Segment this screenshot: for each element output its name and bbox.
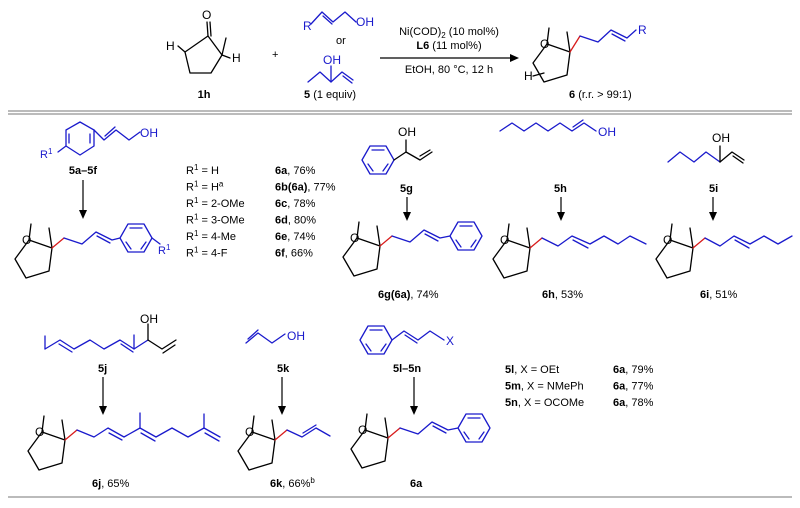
conditions-text: EtOH, 80 °C, 12 h xyxy=(405,64,493,76)
ln-product-yield: 6a, 78% xyxy=(613,397,654,409)
atom-oh: OH xyxy=(287,329,305,343)
label-1h: 1h xyxy=(198,89,211,101)
atom-oh: OH xyxy=(598,125,616,139)
r1-substituent: R1 = 3-OMe xyxy=(186,213,245,227)
atom-o: O xyxy=(35,425,44,439)
plus-sign: + xyxy=(272,49,278,61)
r1-table: R1 = H 6a, 76% R1 = Ha 6b(6a), 77% R1 = 2-OM… xyxy=(186,163,336,260)
product-6a-ln: O xyxy=(350,413,491,469)
product-6i: O xyxy=(655,223,793,279)
atom-o: O xyxy=(350,231,359,245)
atom-oh: OH xyxy=(140,312,158,326)
product-6j: O xyxy=(27,412,221,471)
product-6h: O xyxy=(492,223,647,279)
atom-r: R xyxy=(638,23,647,37)
substrate-5j: OH xyxy=(44,312,177,354)
r1-substituent: R1 = H xyxy=(186,163,219,177)
atom-h: H xyxy=(166,39,175,53)
substrate-5k: OH xyxy=(245,329,305,344)
atom-r: R xyxy=(303,19,312,33)
atom-oh: OH xyxy=(712,131,730,145)
atom-oh: OH xyxy=(140,126,158,140)
atom-x: X xyxy=(446,334,454,348)
product-6g: O xyxy=(342,221,483,277)
atom-oh: OH xyxy=(398,125,416,139)
ln-product-yield: 6a, 77% xyxy=(613,381,654,393)
r1-product-yield: 6e, 74% xyxy=(275,231,316,243)
label-5k: 5k xyxy=(277,363,290,375)
ln-product-yield: 6a, 79% xyxy=(613,364,654,376)
reagent-5-allylic: R OH xyxy=(303,11,374,33)
substrate-5g: OH xyxy=(361,125,433,175)
r1-substituent: R1 = Ha xyxy=(186,180,224,194)
ln-substrate-x: 5n, X = OCOMe xyxy=(505,397,584,409)
reactant-1h: O H H xyxy=(166,8,241,74)
label-5l-5n: 5l–5n xyxy=(393,363,421,375)
label-6i: 6i, 51% xyxy=(700,289,738,301)
r1-substituent: R1 = 4-Me xyxy=(186,229,236,243)
reagent-5-branched: OH xyxy=(307,53,354,84)
atom-o: O xyxy=(202,8,211,22)
r1-product-yield: 6f, 66% xyxy=(275,248,313,260)
catalyst-text: Ni(COD)2 (10 mol%) xyxy=(399,26,499,40)
label-6a-ln: 6a xyxy=(410,478,423,490)
atom-oh: OH xyxy=(323,53,341,67)
label-6g: 6g(6a), 74% xyxy=(378,289,439,301)
ln-substrate-x: 5m, X = NMePh xyxy=(505,381,584,393)
atom-o: O xyxy=(358,423,367,437)
ligand-text: L6 (11 mol%) xyxy=(416,40,481,52)
label-6j: 6j, 65% xyxy=(92,478,130,490)
atom-oh: OH xyxy=(356,15,374,29)
ln-substrate-x: 5l, X = OEt xyxy=(505,364,559,376)
atom-o: O xyxy=(500,233,509,247)
label-5g: 5g xyxy=(400,183,413,195)
label-6h: 6h, 53% xyxy=(542,289,583,301)
product-6a-6f: O R1 xyxy=(14,223,171,279)
label-6: 6 (r.r. > 99:1) xyxy=(569,89,632,101)
product-6: O H R xyxy=(524,23,647,83)
r1-product-yield: 6c, 78% xyxy=(275,198,316,210)
atom-h: H xyxy=(232,51,241,65)
atom-o: O xyxy=(540,37,549,51)
ln-table: 5l, X = OEt 6a, 79% 5m, X = NMePh 6a, 77% 5n… xyxy=(505,364,654,409)
label-5: 5 (1 equiv) xyxy=(304,89,356,101)
atom-o: O xyxy=(245,425,254,439)
label-5h: 5h xyxy=(554,183,567,195)
product-6k: O xyxy=(237,415,331,471)
atom-o: O xyxy=(663,233,672,247)
r1-product-yield: 6d, 80% xyxy=(275,215,316,227)
atom-o: O xyxy=(22,233,31,247)
atom-r1: R1 xyxy=(40,147,53,161)
arrowhead xyxy=(510,54,519,62)
label-5i: 5i xyxy=(709,183,718,195)
label-6k: 6k, 66%b xyxy=(270,476,315,490)
or-label: or xyxy=(336,35,346,47)
label-5j: 5j xyxy=(98,363,107,375)
r1-substituent: R1 = 2-OMe xyxy=(186,196,245,210)
r1-product-yield: 6b(6a), 77% xyxy=(275,182,336,194)
r1-substituent: R1 = 4-F xyxy=(186,246,228,260)
substrate-5h: OH xyxy=(499,119,616,139)
substrate-5a-5f: R1 OH xyxy=(40,121,158,161)
r1-product-yield: 6a, 76% xyxy=(275,165,316,177)
label-5a-5f: 5a–5f xyxy=(69,165,97,177)
atom-h: H xyxy=(524,69,533,83)
atom-r1: R1 xyxy=(158,243,171,257)
substrate-5l-5n: X xyxy=(359,325,454,355)
substrate-5i: OH xyxy=(667,131,745,164)
